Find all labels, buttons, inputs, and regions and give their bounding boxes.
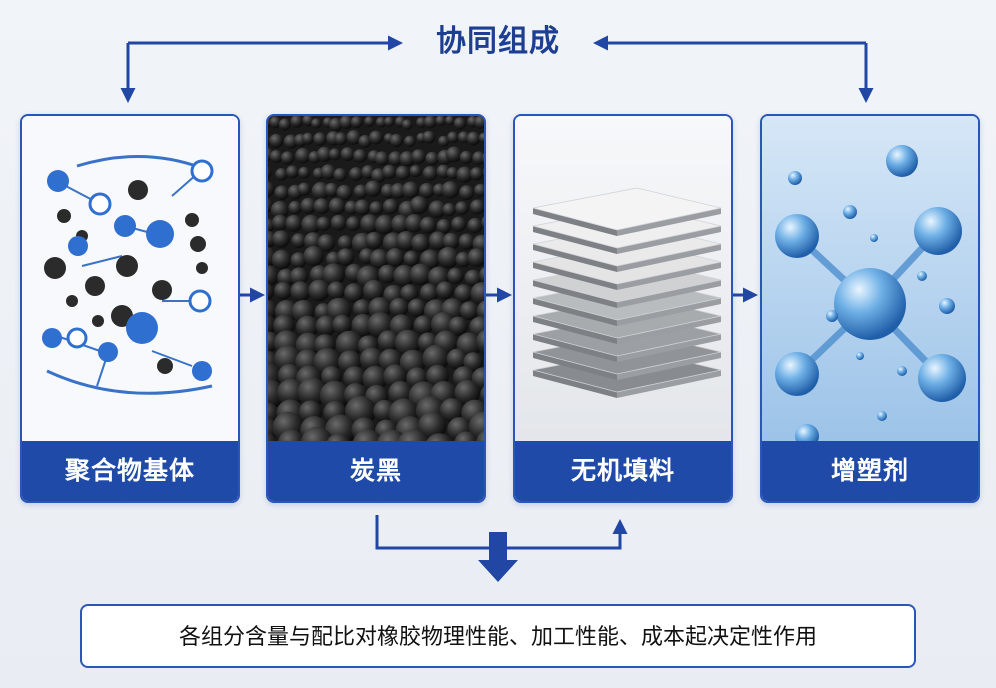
component-label: 聚合物基体: [22, 441, 238, 501]
top-left-arrow: [120, 35, 403, 103]
top-right-arrow: [593, 35, 874, 103]
bottom-connector: [375, 515, 628, 582]
carbon-black-granules-icon: [268, 116, 484, 441]
component-label: 增塑剂: [762, 441, 978, 501]
component-label: 无机填料: [515, 441, 731, 501]
component-card-plasticizer: 增塑剂: [760, 114, 980, 503]
polymer-molecules-icon: [22, 116, 238, 441]
component-card-inorganic-filler: 无机填料: [513, 114, 733, 503]
layered-sheets-icon: [515, 116, 731, 441]
component-card-carbon-black: 炭黑: [266, 114, 486, 503]
conclusion-box: 各组分含量与配比对橡胶物理性能、加工性能、成本起决定性作用: [80, 604, 916, 668]
component-label: 炭黑: [268, 441, 484, 501]
water-droplet-molecule-icon: [762, 116, 978, 441]
component-card-polymer: 聚合物基体: [20, 114, 240, 503]
diagram-title: 协同组成: [436, 24, 560, 59]
